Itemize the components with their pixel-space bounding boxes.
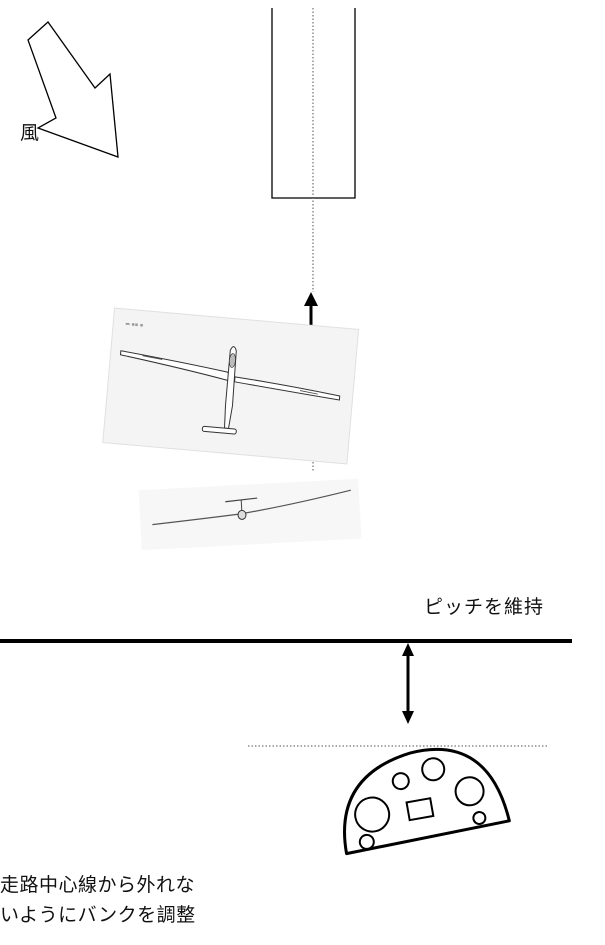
- pitch-label: ピッチを維持: [424, 596, 545, 618]
- bank-label: 走路中心線から外れな いようにバンクを調整: [0, 870, 196, 930]
- instrument-panel-icon: [343, 747, 511, 856]
- pitch-arrow-icon: [402, 643, 414, 724]
- glider-top-view-image: ▬ ▪▪ ▪: [102, 307, 360, 465]
- glider-front-view-image: [138, 478, 362, 551]
- svg-text:▬ ▪▪ ▪: ▬ ▪▪ ▪: [125, 321, 144, 329]
- wind-label: 風: [20, 122, 40, 144]
- bank-label-line2: いようにバンクを調整: [0, 904, 196, 926]
- wind-arrow-icon: [27, 21, 119, 158]
- bank-label-line1: 走路中心線から外れな: [0, 874, 196, 896]
